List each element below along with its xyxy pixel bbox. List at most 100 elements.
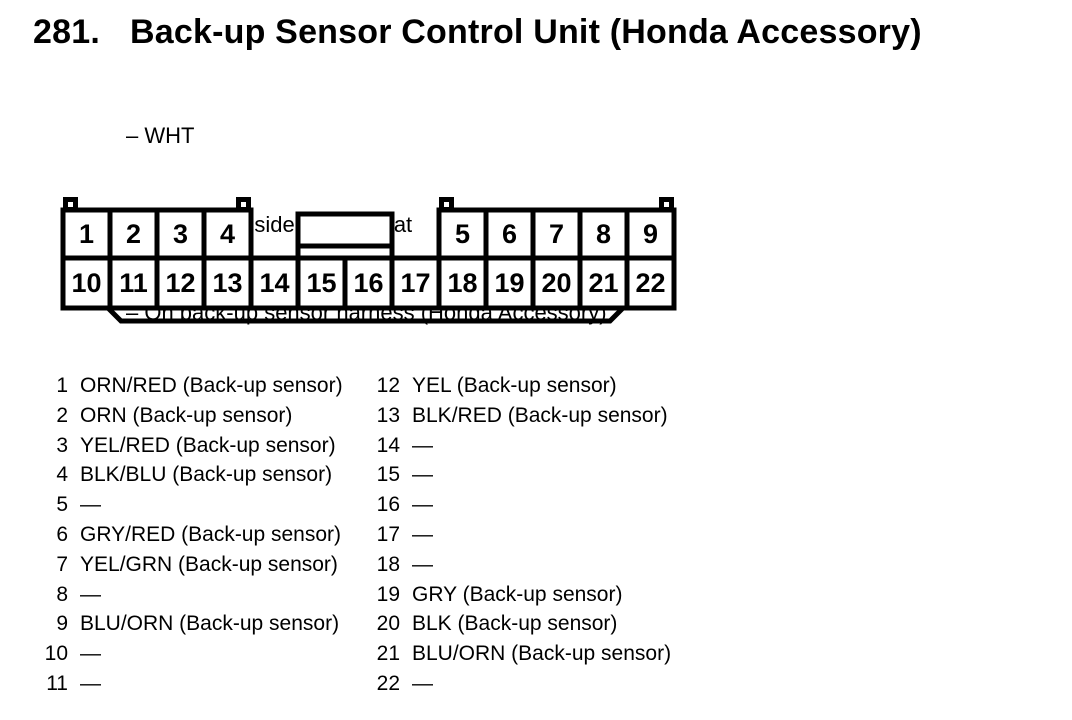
wire-label: GRY (Back-up sensor) [412,582,623,606]
connector-body [60,197,677,324]
pin-number: 2 [56,403,68,427]
connector-skirt [106,306,625,324]
connector-pin-label: 5 [455,219,470,249]
connector-pin-labels: 1 2 3 4 5 6 7 8 9 10 11 12 13 14 15 16 1… [71,219,665,298]
connector-pin-label: 12 [165,268,195,298]
pin-number: 15 [376,463,400,487]
connector-drawing: 1 2 3 4 5 6 7 8 9 10 11 12 13 14 15 16 1… [60,197,677,324]
pin-cell [107,255,160,311]
pin-row: 15 — [362,460,671,490]
connector-pin-label: 4 [220,219,235,249]
connector-pin-label: 13 [212,268,242,298]
pin-number: 16 [376,493,400,517]
wire-label: — [80,642,101,666]
pin-row: 14 — [362,431,671,461]
wire-label: — [412,463,433,487]
pin-row: 9 BLU/ORN (Back-up sensor) [30,609,343,639]
pin-row: 21 BLU/ORN (Back-up sensor) [362,639,671,669]
pin-cell [436,255,489,311]
pin-cell [201,255,254,311]
wire-label: BLK/BLU (Back-up sensor) [80,463,333,487]
pin-row: 8— [30,580,343,610]
wire-label: BLK (Back-up sensor) [412,612,618,636]
pin-number: 4 [56,463,68,487]
wire-label: YEL (Back-up sensor) [412,374,617,397]
page-heading: 281. Back-up Sensor Control Unit (Honda … [33,13,922,52]
connector-pin-label: 15 [306,268,336,298]
pinout-right-column: 12 YEL (Back-up sensor) 13 BLK/RED (Back-u… [362,371,671,699]
pin-row: 18— [362,550,671,580]
pin-row: 12 YEL (Back-up sensor) [362,371,671,401]
connector-pin-label: 8 [596,219,611,249]
wire-label: BLU/ORN (Back-up sensor) [80,612,340,636]
connector-pin-label: 18 [447,268,477,298]
pin-number: 9 [56,612,68,636]
connector-pin-label: 9 [643,219,658,249]
wire-label: YEL/GRN (Back-up sensor) [80,552,338,576]
connector-pin-label: 6 [502,219,517,249]
pin-number: 6 [56,522,68,546]
pin-cell [248,255,301,311]
connector-pin-label: 14 [259,268,289,298]
pin-number: 19 [376,582,400,606]
pin-number: 1 [56,374,68,397]
item-number: 281. [33,13,100,51]
pin-cell [201,207,254,261]
pin-number: 8 [56,582,68,606]
pin-number: 5 [56,493,68,517]
wire-label: — [80,493,101,517]
wire-label: — [80,582,101,606]
connector-pin-label: 7 [549,219,564,249]
connector-pin-label: 3 [173,219,188,249]
pin-row: 22— [362,669,671,699]
pin-number: 17 [376,522,400,546]
connector-pin-label: 20 [541,268,571,298]
pin-cell [530,255,583,311]
pin-number: 11 [46,671,68,695]
pin-cell [624,207,677,261]
pin-row: 17 — [362,520,671,550]
pin-row: 4 BLK/BLU (Back-up sensor) [30,460,343,490]
wire-label: — [80,671,101,695]
pin-cell [624,255,677,311]
wire-label: — [412,671,433,695]
page-title: Back-up Sensor Control Unit (Honda Acces… [130,13,922,51]
pin-row: 7 YEL/GRN (Back-up sensor) [30,550,343,580]
connector-diagram: 1 2 3 4 5 6 7 8 9 10 11 12 13 14 15 16 1… [60,194,678,331]
wire-label: YEL/RED (Back-up sensor) [80,433,336,457]
pin-row: 11 — [30,669,343,699]
pin-row: 16 — [362,490,671,520]
pin-number: 12 [376,374,400,397]
pin-row: 13 BLK/RED (Back-up sensor) [362,401,671,431]
connector-pin-label: 11 [119,268,148,298]
pin-cell [483,207,536,261]
connector-pin-label: 1 [79,219,94,249]
pin-row: 19 GRY (Back-up sensor) [362,580,671,610]
connector-pin-label: 19 [494,268,524,298]
connector-pin-label: 2 [126,219,141,249]
wire-label: BLU/ORN (Back-up sensor) [412,642,672,666]
connector-pin-label: 22 [635,268,665,298]
wire-label: — [412,433,433,457]
pin-number: 10 [44,642,68,666]
pin-row: 10 — [30,639,343,669]
wire-label: — [412,493,433,517]
pin-number: 21 [376,642,400,666]
pin-number: 20 [376,612,400,636]
connector-pin-label: 17 [400,268,430,298]
keyway-block [295,211,395,261]
connector-pin-label: 21 [588,268,618,298]
wire-label: GRY/RED (Back-up sensor) [80,522,342,546]
pin-number: 14 [376,433,400,457]
detail-line: – WHT [126,123,195,148]
pin-number: 13 [376,403,400,427]
pin-cell [154,207,207,261]
wire-label: BLK/RED (Back-up sensor) [412,403,668,427]
pin-number: 7 [56,552,68,576]
wire-label: — [412,522,433,546]
